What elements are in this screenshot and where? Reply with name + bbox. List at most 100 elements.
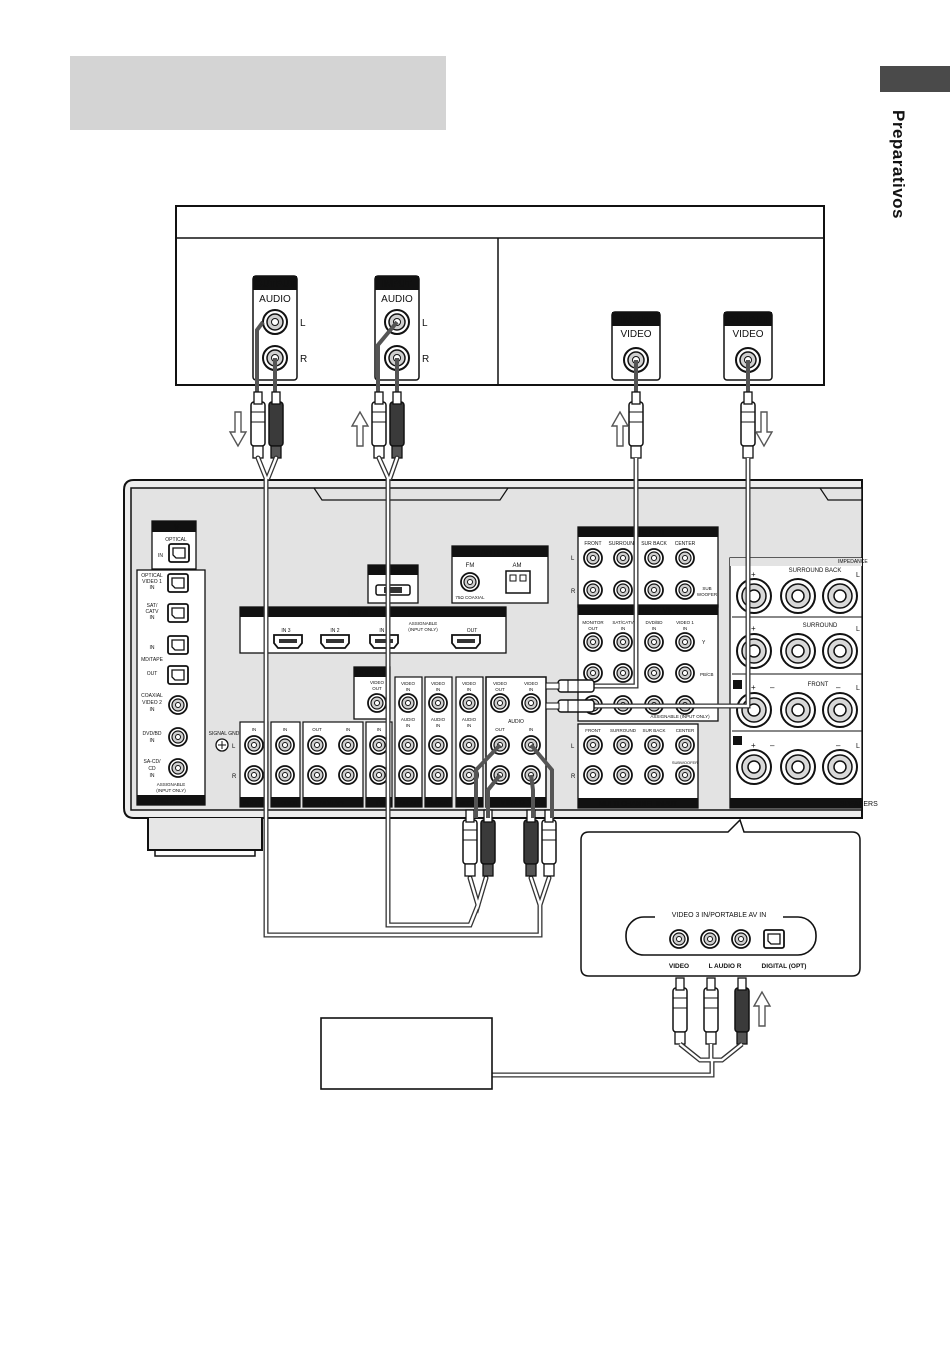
pre-out-col-surround: SURROUND	[609, 541, 638, 547]
front-panel-callout: VIDEO 3 IN/PORTABLE AV IN VIDEO L AUDIO …	[580, 818, 861, 977]
arrow-up-icon	[351, 411, 369, 447]
pre-out-sub-1: SUB	[702, 586, 711, 591]
sat-audio-label: AUDIO	[401, 717, 416, 722]
plug-front-audio-r	[734, 977, 750, 1045]
md-tape-in-port	[167, 635, 189, 655]
front-panel-title: VIDEO 3 IN/PORTABLE AV IN	[672, 912, 767, 919]
mdtape-out-label: OUT	[312, 727, 322, 732]
sa-cd-label-1: SA-CD/	[144, 759, 162, 765]
dvd-bd-digital-label-1: DVD/BD	[143, 731, 162, 737]
cv-y-label: Y	[702, 640, 706, 646]
video1-label: VIDEO 1	[500, 798, 532, 807]
monitor-out-label: OUT	[372, 686, 382, 691]
video1-video-plugs	[545, 679, 595, 713]
v1-audio-label: AUDIO	[508, 719, 524, 725]
spk-plus-1: +	[751, 570, 756, 579]
sat-catv-label-2: CATV	[146, 609, 160, 615]
audio-input-badge: INPUT	[382, 279, 412, 290]
pre-out-r: R	[571, 589, 576, 595]
dvd-audio-label: AUDIO	[431, 717, 446, 722]
dmport-section: DMPORT	[367, 564, 419, 604]
component-video-section: COMPONENT VIDEO MONITOR OUT SAT/CATV IN …	[577, 604, 719, 722]
component-video-label: COMPONENT VIDEO	[609, 606, 688, 615]
spk-b-label: B	[735, 683, 740, 690]
tv-optical-port	[168, 543, 190, 563]
fm-antenna-jack	[460, 572, 480, 592]
v2-audio-label: AUDIO	[462, 717, 477, 722]
cv-col2-b: IN	[621, 626, 626, 631]
spk-l-1: L	[856, 572, 860, 579]
sat-video-in: IN	[406, 687, 411, 692]
v2-col-label: VIDEO 2	[459, 801, 479, 807]
antenna-am-label: AM	[513, 563, 522, 569]
audio-input-label: AUDIO	[381, 294, 413, 305]
monitor-video-label: VIDEO	[370, 680, 385, 685]
tv-label: TV	[168, 522, 180, 532]
dvd-video-in: IN	[436, 687, 441, 692]
cv-pb-label: PB/CB	[700, 672, 714, 677]
audio-output-label: AUDIO	[259, 294, 291, 305]
spk-surround: SURROUND	[803, 623, 838, 629]
plug-audio-out-r	[268, 391, 284, 459]
title-box	[70, 56, 446, 130]
optical-video1-port	[167, 573, 189, 593]
hdmi-out-label: OUT	[467, 628, 478, 634]
coaxial-label-2: VIDEO 2	[142, 700, 162, 706]
hdmi-in1-label: IN 1	[379, 628, 388, 634]
phono-label: PHONO	[243, 801, 265, 807]
v2-video-label: VIDEO	[462, 681, 477, 686]
pre-out-col-surback: SUR BACK	[641, 541, 667, 547]
plug-audio-in-l	[371, 391, 387, 459]
audio-output-badge: OUTPUT	[254, 279, 295, 290]
optical-video1-label-2: VIDEO 1	[142, 579, 162, 585]
pre-out-section: PRE OUT FRONT SURROUND SUR BACK CENTER L…	[571, 526, 719, 608]
hdmi-assignable-1: ASSIGNABLE	[409, 621, 438, 626]
plug-video-out	[740, 391, 756, 459]
cv-col3-b: IN	[652, 626, 657, 631]
sat-catv-label-1: SAT/	[147, 603, 158, 609]
mc-front: FRONT	[585, 728, 601, 733]
spk-plus-4: +	[751, 741, 756, 750]
mc-center: CENTER	[676, 728, 695, 733]
md-tape-out-label: OUT	[147, 671, 158, 677]
av-input-columns: VIDEO IN VIDEO IN VIDEO IN AUDIO IN AUDI…	[394, 676, 484, 808]
v1-video-in-b: IN	[529, 687, 534, 692]
monitor-section: MONITOR VIDEO OUT	[353, 666, 391, 720]
tv-optical-label: OPTICAL	[165, 537, 187, 543]
coaxial-label-1: COAXIAL	[141, 693, 163, 699]
video-output-label: VIDEO	[732, 329, 763, 340]
hdmi-section: HDMI IN 3 IN 2 IN 1 ASSIGNABLE (INPUT ON…	[239, 606, 507, 654]
phono-l: L	[232, 744, 236, 750]
hdmi-out-port	[451, 634, 481, 649]
sat-audio-in: IN	[406, 723, 411, 728]
antenna-section: ANTENNA FM AM 75Ω COAXIAL	[451, 545, 549, 604]
front-digital-optical-port	[763, 929, 785, 949]
section-tab	[880, 66, 950, 92]
spk-front: FRONT	[808, 682, 829, 688]
sat-video-label: VIDEO	[401, 681, 416, 686]
spk-minus-4: –	[836, 741, 841, 750]
hdmi-in2-port	[320, 634, 350, 649]
dmport-label: DMPORT	[378, 568, 409, 575]
v1-video-out-a: VIDEO	[493, 681, 508, 686]
spk-l-3: L	[856, 685, 860, 692]
v1-audio-in: IN	[529, 727, 534, 732]
phono-in-label: IN	[252, 727, 257, 732]
spk-l-4: L	[856, 743, 860, 750]
video-input-label: VIDEO	[620, 329, 651, 340]
arrow-down-icon	[755, 411, 773, 447]
pre-out-l: L	[571, 556, 575, 562]
dvd-bd-coaxial-jack	[168, 727, 188, 747]
arrow-up-icon	[611, 411, 629, 447]
tv-audio-label: TV	[375, 801, 383, 807]
multi-channel-label: MULTI CHANNEL INPUT	[599, 801, 678, 808]
cv-col1-a: MONITOR	[582, 620, 604, 625]
monitor-label: MONITOR	[356, 670, 389, 677]
plug-video-in	[628, 391, 644, 459]
sacd-label: SA-CD/CD	[273, 801, 298, 807]
plug-v1-out-r	[480, 809, 496, 877]
front-video-label: VIDEO	[669, 963, 689, 970]
pre-out-sub-2: WOOFER	[697, 592, 718, 597]
v1-audio-out: OUT	[495, 727, 505, 732]
plug-v1-in-r	[523, 809, 539, 877]
